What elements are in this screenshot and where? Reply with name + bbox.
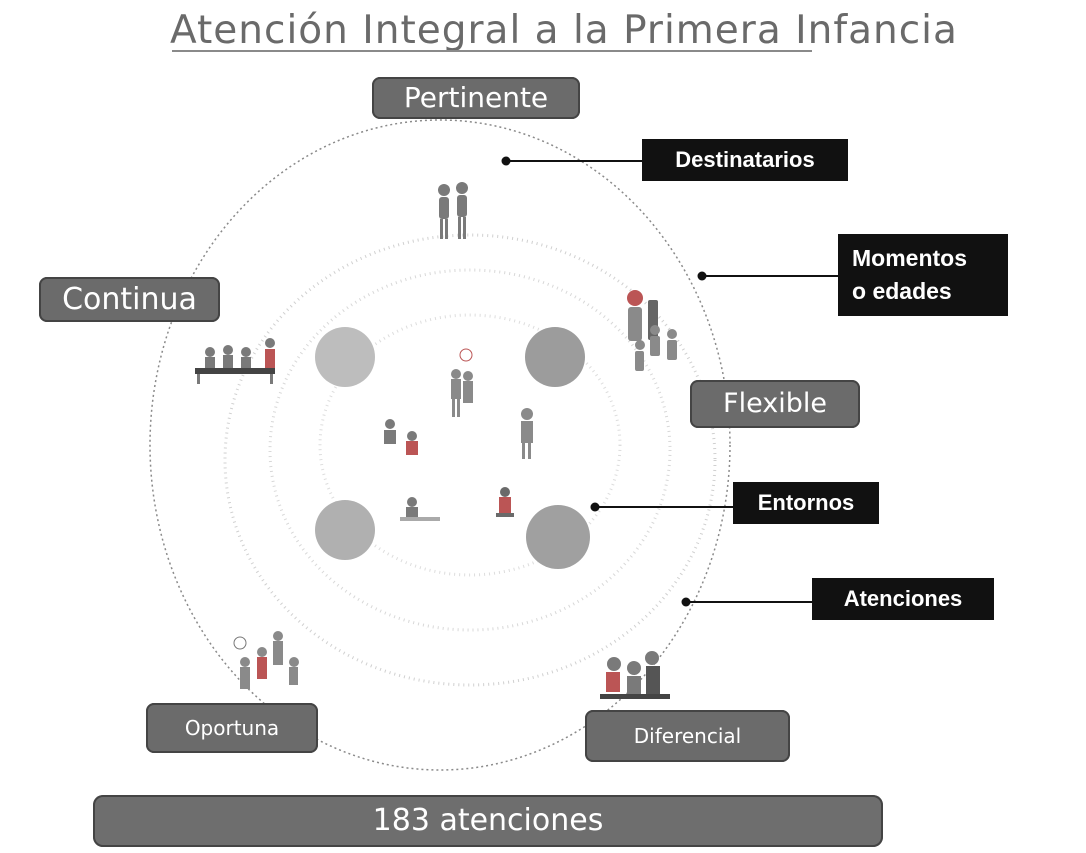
- center-reading-icon: [400, 497, 440, 521]
- classroom-table-icon: [195, 338, 275, 384]
- center-chair-icon: [496, 487, 514, 517]
- ring-2: [223, 233, 717, 687]
- label-atenciones: Atenciones: [812, 578, 994, 620]
- connector-entornos: [590, 502, 735, 512]
- outer-ring: [149, 119, 731, 771]
- center-adult-icon: [521, 408, 533, 459]
- label-entornos: Entornos: [733, 482, 879, 524]
- photo-circle-se: [526, 505, 590, 569]
- kids-playing-icon: [233, 631, 299, 689]
- connector-atenciones: [681, 597, 815, 607]
- page-title: Atención Integral a la Primera Infancia: [170, 8, 958, 53]
- center-seated-icon: [384, 419, 418, 455]
- principle-pertinente: Pertinente: [372, 77, 580, 119]
- label-momentos-line2: o edades: [852, 278, 952, 304]
- label-destinatarios: Destinatarios: [642, 139, 848, 181]
- connector-momentos: [697, 271, 840, 281]
- label-momentos-line1: Momentos: [852, 245, 967, 271]
- group-table-icon: [600, 651, 670, 699]
- principle-flexible: Flexible: [690, 380, 860, 428]
- photo-circle-nw: [315, 327, 375, 387]
- connector-destinatarios: [501, 156, 645, 166]
- photo-circle-sw: [315, 500, 375, 560]
- people-pair-icon: [438, 182, 468, 239]
- photo-circle-ne: [525, 327, 585, 387]
- principle-oportuna: Oportuna: [146, 703, 318, 753]
- family-group-icon: [627, 290, 677, 371]
- ring-4: [318, 313, 622, 577]
- footer-bar: 183 atenciones: [93, 795, 883, 847]
- label-momentos: Momentos o edades: [838, 234, 1008, 316]
- principle-continua: Continua: [39, 277, 220, 322]
- center-child-icon: [451, 348, 473, 417]
- title-underline: [172, 50, 812, 52]
- ring-3: [268, 268, 672, 632]
- principle-diferencial: Diferencial: [585, 710, 790, 762]
